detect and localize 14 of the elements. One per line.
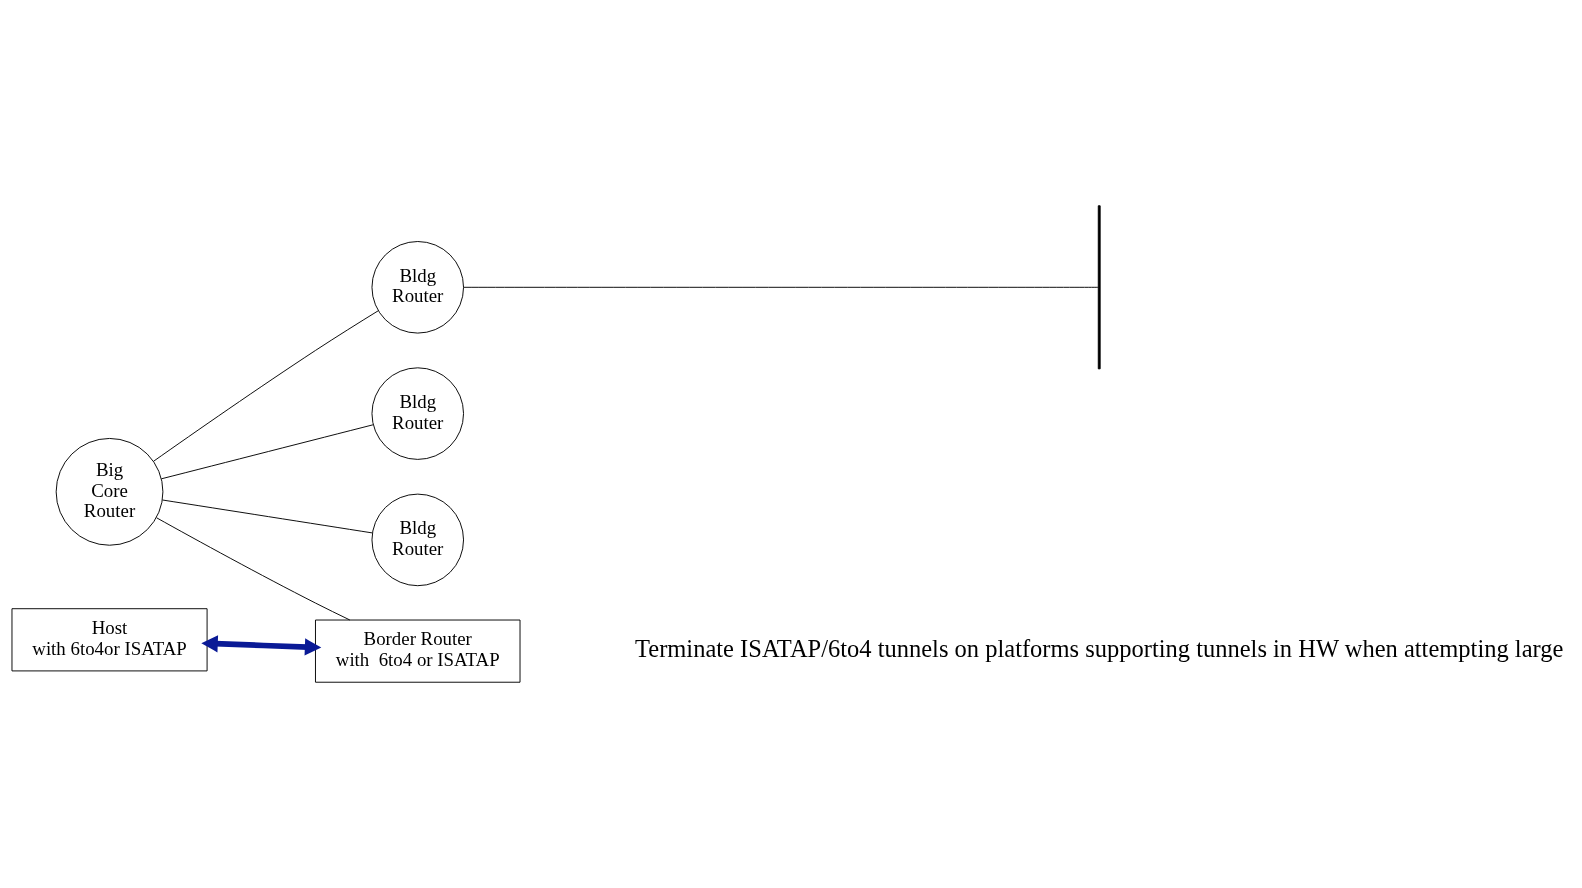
node-circle: Big Core Router — [55, 437, 164, 546]
node-box: Border Router with 6to4 or ISATAP — [315, 619, 521, 683]
connector — [153, 310, 379, 462]
node-circle: Bldg Router — [371, 367, 464, 460]
label: Terminate ISATAP/6to4 tunnels on platforms supporting tunnels in HW when attempting large — [635, 635, 1564, 663]
node-circle: Bldg Router — [371, 241, 464, 334]
connector — [156, 517, 351, 621]
arrow — [201, 635, 322, 656]
connector — [463, 286, 1099, 288]
connector — [160, 424, 374, 480]
node-bar — [1097, 205, 1101, 370]
node-box: Host with 6to4or ISATAP — [11, 608, 208, 672]
node-circle: Bldg Router — [371, 493, 464, 587]
connector — [161, 499, 373, 534]
